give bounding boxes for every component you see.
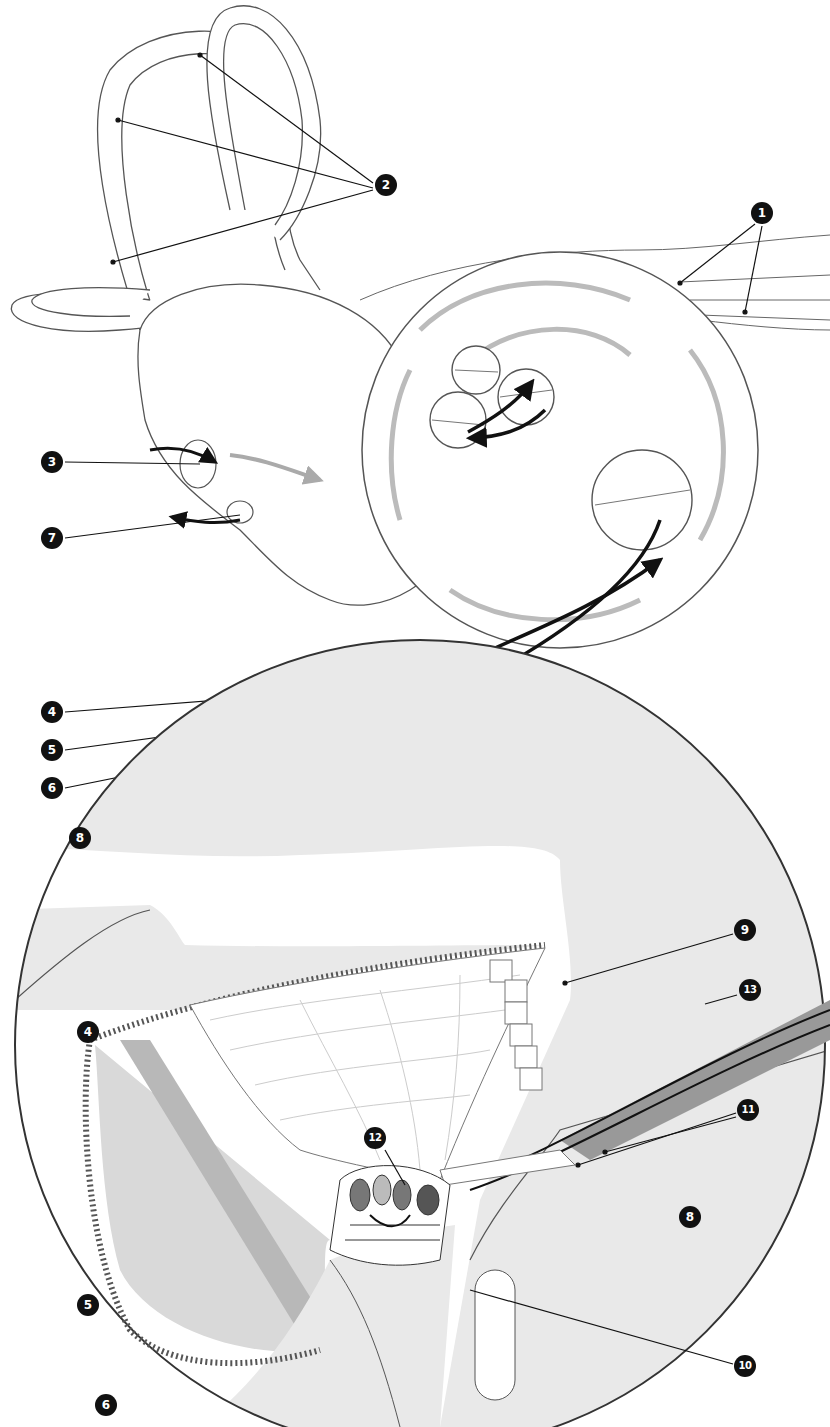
callout-number: 10 — [734, 1355, 756, 1377]
callout-number: 8 — [679, 1206, 701, 1228]
callout-number: 13 — [739, 979, 761, 1001]
callout-number: 5 — [77, 1294, 99, 1316]
callout-number: 6 — [95, 1394, 117, 1416]
callout-number: 6 — [41, 777, 63, 799]
callout-number: 1 — [751, 202, 773, 224]
callout-number: 7 — [41, 527, 63, 549]
callout-number: 4 — [77, 1021, 99, 1043]
callout-number: 11 — [737, 1099, 759, 1121]
callout-number: 12 — [364, 1127, 386, 1149]
callout-number: 5 — [41, 739, 63, 761]
callout-number: 8 — [69, 827, 91, 849]
callout-number: 9 — [734, 919, 756, 941]
callout-number: 2 — [375, 174, 397, 196]
callout-number: 3 — [41, 451, 63, 473]
callout-number: 4 — [41, 701, 63, 723]
